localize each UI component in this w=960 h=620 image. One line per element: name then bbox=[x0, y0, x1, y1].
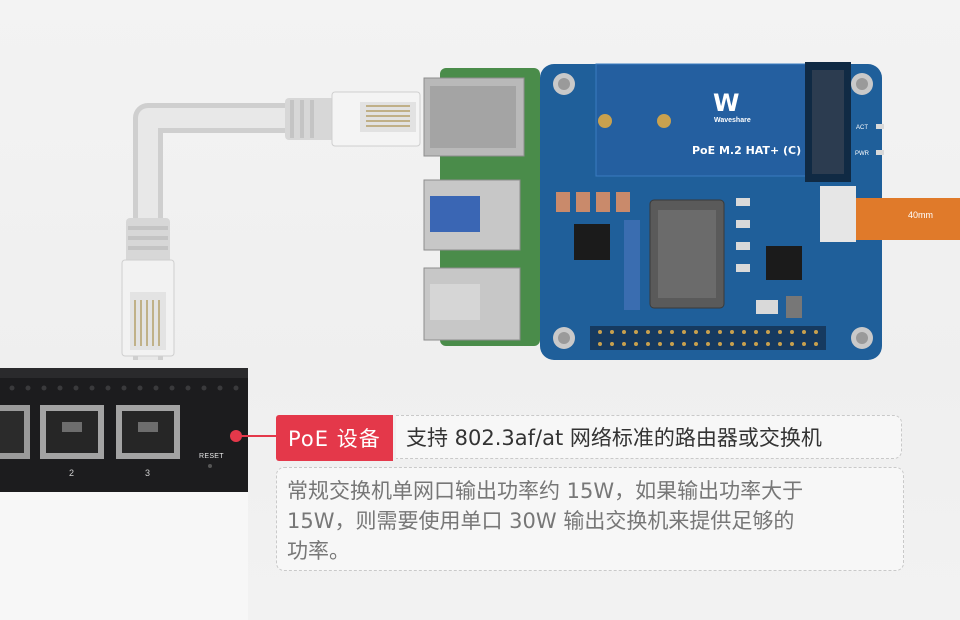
description-line-2: 15W，则需要使用单口 30W 输出交换机来提供足够的 bbox=[287, 509, 795, 533]
power-description: 常规交换机单网口输出功率约 15W，如果输出功率大于 15W，则需要使用单口 3… bbox=[276, 467, 904, 571]
reset-label: RESET bbox=[199, 453, 224, 460]
poe-switch bbox=[0, 368, 248, 620]
callout-pointer bbox=[230, 430, 280, 442]
brand-name: Waveshare bbox=[714, 117, 751, 124]
ethernet-cable bbox=[121, 91, 421, 360]
switch-port-label-3: 3 bbox=[145, 468, 151, 478]
switch-port-label-2: 2 bbox=[69, 468, 75, 478]
led-label-act: ACT bbox=[856, 125, 868, 131]
description-line-3: 功率。 bbox=[287, 539, 350, 563]
description-line-1: 常规交换机单网口输出功率约 15W，如果输出功率大于 bbox=[287, 479, 804, 503]
fpc-cable-label: 40mm bbox=[908, 210, 934, 220]
poe-standard-label: 支持 802.3af/at 网络标准的路由器或交换机 bbox=[406, 426, 822, 450]
poe-hat-board bbox=[540, 62, 960, 360]
poe-standard-text: 支持 802.3af/at 网络标准的路由器或交换机 bbox=[396, 415, 902, 459]
board-title: PoE M.2 HAT+ (C) bbox=[692, 144, 802, 157]
poe-device-callout: PoE 设备 bbox=[276, 415, 393, 461]
led-label-pwr: PWR bbox=[855, 151, 869, 157]
raspberry-pi-board bbox=[423, 68, 540, 346]
waveshare-logo: W bbox=[713, 89, 740, 117]
poe-device-badge: PoE 设备 bbox=[276, 415, 393, 461]
